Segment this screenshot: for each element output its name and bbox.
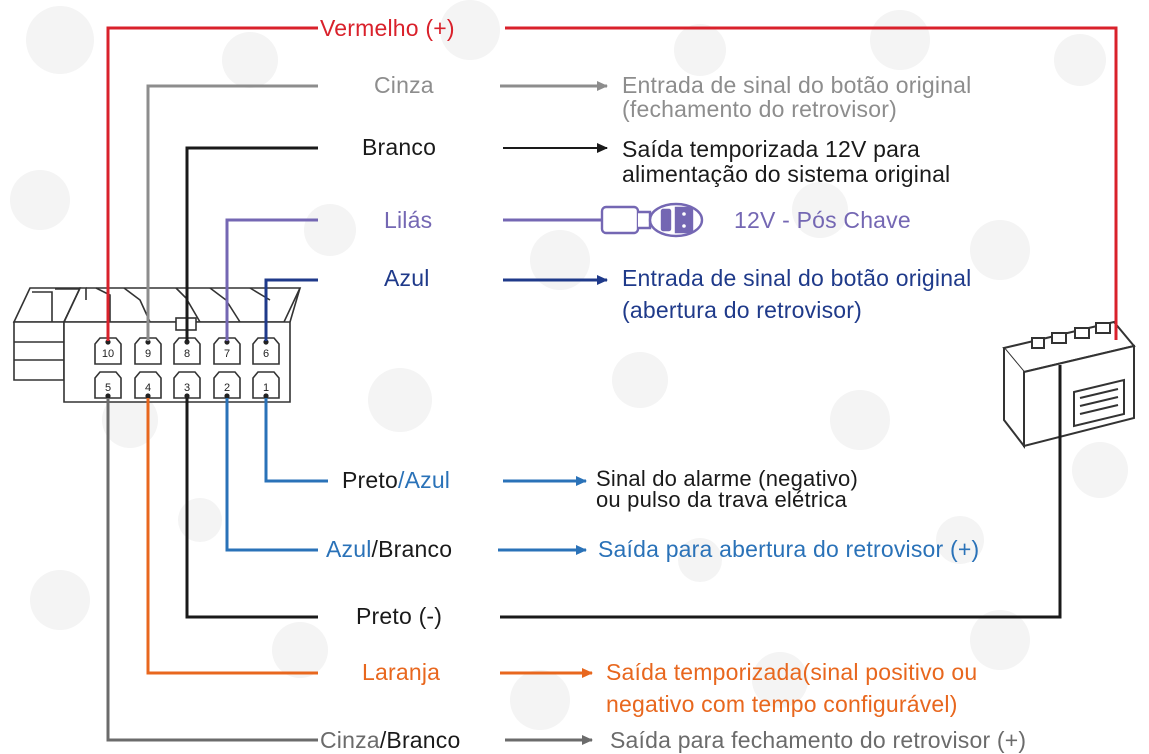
desc-cinza-line2: (fechamento do retrovisor) — [622, 96, 897, 122]
wire-lilas — [225, 218, 318, 341]
pin-6: 6 — [252, 337, 280, 365]
label-preto-azul: Preto/Azul — [342, 468, 450, 493]
pin-number: 9 — [145, 348, 151, 360]
battery — [1002, 320, 1136, 449]
pin-5: 5 — [94, 371, 122, 399]
wire-vermelho — [106, 26, 318, 341]
desc-lilas: 12V - Pós Chave — [734, 207, 911, 233]
label-azul-branco: Azul/Branco — [326, 537, 452, 562]
label-cinza-branco-sep: / — [379, 727, 387, 753]
label-cinza-branco-a: Cinza — [320, 727, 380, 753]
wire-azul — [264, 278, 318, 341]
connector-pins: 10 9 8 7 6 5 4 3 2 1 — [94, 337, 280, 399]
pin-number: 2 — [224, 382, 230, 394]
desc-preto-azul-line2: ou pulso da trava elétrica — [596, 487, 848, 512]
desc-azul-line2: (abertura do retrovisor) — [622, 297, 862, 323]
pin-number: 6 — [263, 348, 269, 360]
label-cinza-branco-b: Branco — [386, 727, 461, 753]
wire-azul-branco — [225, 398, 318, 552]
desc-cinza-line1: Entrada de sinal do botão original — [622, 72, 972, 98]
desc-branco-line2: alimentação do sistema original — [622, 161, 951, 187]
pin-4: 4 — [134, 371, 162, 399]
pin-8: 8 — [173, 337, 201, 365]
pin-7: 7 — [213, 337, 241, 365]
pin-3: 3 — [173, 371, 201, 399]
wire-preto-azul — [264, 398, 328, 483]
pin-number: 3 — [184, 382, 190, 394]
desc-cinza-branco: Saída para fechamento do retrovisor (+) — [610, 727, 1027, 753]
pin-2: 2 — [213, 371, 241, 399]
pin-number: 8 — [184, 348, 190, 360]
label-preto-azul-a: Preto — [342, 467, 398, 493]
desc-branco-line1: Saída temporizada 12V para — [622, 136, 921, 162]
wire-branco — [185, 146, 318, 341]
wire-vermelho-to-battery — [505, 26, 1118, 340]
label-azul-branco-sep: / — [371, 536, 379, 562]
pin-number: 10 — [102, 348, 114, 360]
pin-10: 10 — [94, 337, 122, 365]
desc-preto-azul-line1: Sinal do alarme (negativo) — [596, 466, 859, 491]
label-vermelho: Vermelho (+) — [320, 15, 455, 41]
desc-laranja-line2: negativo com tempo configurável) — [606, 691, 958, 717]
wire-cinza-branco — [106, 398, 318, 742]
wire-laranja — [146, 398, 318, 675]
wire-cinza — [146, 84, 318, 341]
label-cinza: Cinza — [374, 72, 434, 98]
pin-number: 7 — [224, 348, 230, 360]
label-cinza-branco: Cinza/Branco — [320, 728, 460, 753]
pin-number: 5 — [105, 382, 111, 394]
label-azul-branco-b: Branco — [378, 536, 453, 562]
desc-azul-branco: Saída para abertura do retrovisor (+) — [598, 536, 980, 562]
pin-number: 1 — [263, 382, 269, 394]
fuse-holder-icon — [600, 202, 704, 238]
desc-azul-line1: Entrada de sinal do botão original — [622, 265, 972, 291]
pin-9: 9 — [134, 337, 162, 365]
label-preto-azul-sep: / — [397, 467, 405, 493]
wire-preto — [185, 398, 318, 619]
desc-laranja-line1: Saída temporizada(sinal positivo ou — [606, 659, 978, 685]
label-branco: Branco — [362, 134, 437, 160]
label-azul-branco-a: Azul — [326, 536, 372, 562]
pin-1: 1 — [252, 371, 280, 399]
wire-preto-to-battery — [500, 365, 1062, 619]
label-azul: Azul — [384, 265, 430, 291]
pin-number: 4 — [145, 382, 151, 394]
label-preto-azul-b: Azul — [404, 467, 451, 493]
label-preto: Preto (-) — [356, 603, 443, 629]
label-laranja: Laranja — [362, 659, 441, 685]
label-lilas: Lilás — [384, 207, 433, 233]
